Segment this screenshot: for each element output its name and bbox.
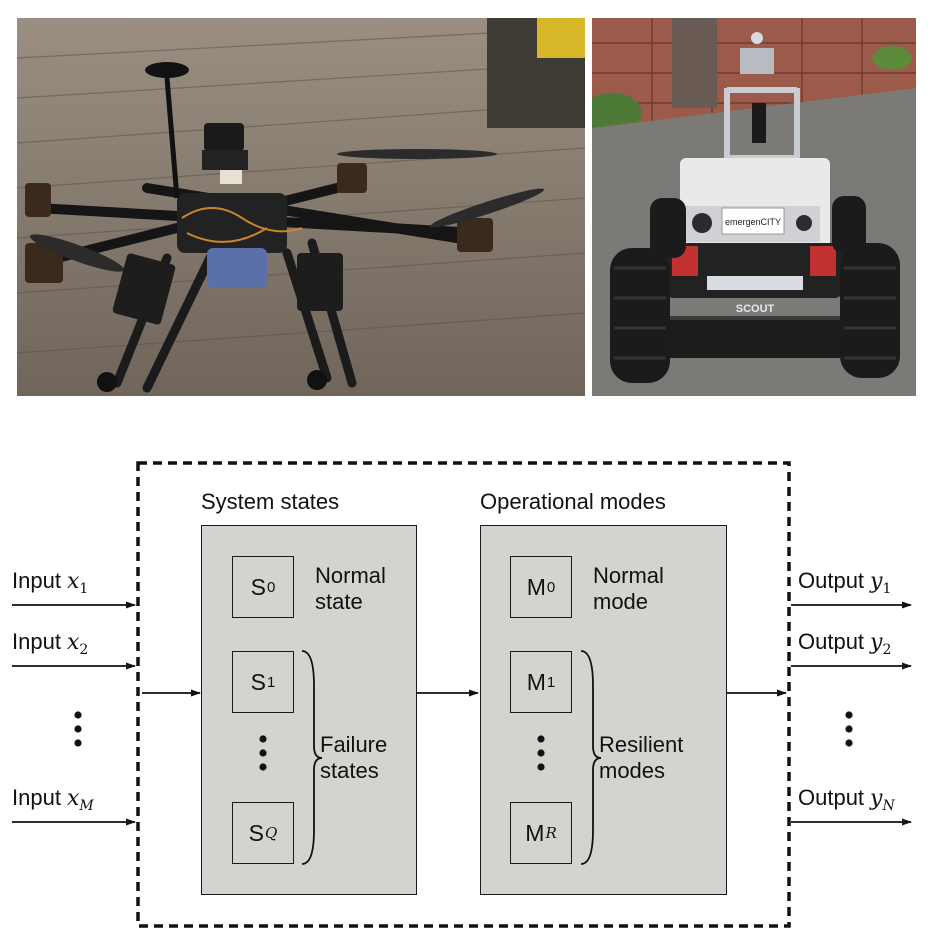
normal-state-label: Normal state <box>315 563 386 614</box>
drone-illustration <box>17 18 585 396</box>
states-inner-graphics <box>259 650 323 865</box>
rover-badge-text: emergenCITY <box>725 217 781 227</box>
rover-brand-text: SCOUT <box>736 303 775 315</box>
failure-states-brace <box>301 650 323 865</box>
states-ellipsis <box>259 735 267 771</box>
rover-illustration: emergenCITY SCOUT <box>592 18 916 396</box>
resilient-modes-brace <box>580 650 602 865</box>
failure-states-label: Failure states <box>320 732 388 783</box>
normal-mode-label: Normal mode <box>593 563 664 614</box>
modes-inner-graphics <box>537 650 602 865</box>
input-ellipsis <box>74 711 82 747</box>
drone-photo <box>17 18 585 396</box>
system-states-title: System states <box>201 489 340 514</box>
resilient-modes-label: Resilient modes <box>599 732 684 783</box>
diagram-lines <box>12 461 912 928</box>
operational-modes-title: Operational modes <box>480 489 666 514</box>
rover-photo: emergenCITY SCOUT <box>592 18 916 396</box>
system-boundary <box>136 461 791 928</box>
output-ellipsis <box>845 711 853 747</box>
modes-ellipsis <box>537 735 545 771</box>
